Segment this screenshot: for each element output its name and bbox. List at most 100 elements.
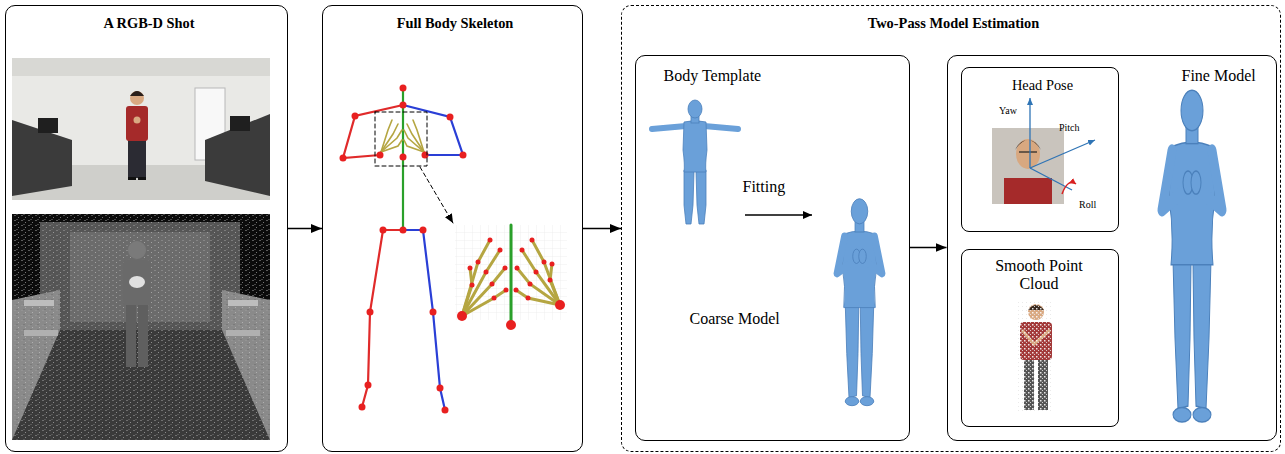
skeleton-part-part <box>381 130 402 152</box>
axis-label: Pitch <box>1059 122 1080 134</box>
skeleton <box>340 85 467 414</box>
head-pose-figure-part <box>1030 140 1095 168</box>
skeleton-part-part <box>400 85 407 92</box>
rgb-photo-part <box>230 116 250 131</box>
rgb-photo-part <box>38 118 58 133</box>
panel-title: Full Body Skeleton <box>326 15 584 32</box>
body-template-figure-part <box>652 126 686 129</box>
stage-label: Fine Model <box>1182 67 1256 85</box>
depth-image-part <box>24 330 58 336</box>
skeleton-part <box>403 230 445 410</box>
hand-inset-part-part <box>462 268 505 316</box>
hand-inset-part <box>462 240 560 316</box>
hand-inset-part-part <box>488 238 493 243</box>
stage-label: Body Template <box>664 67 762 85</box>
hand-inset-part-part <box>503 266 508 271</box>
hand-inset-part-part <box>550 262 555 267</box>
skeleton-part-part <box>352 113 359 120</box>
step-label: Fitting <box>743 178 786 196</box>
head-pose-figure <box>992 98 1095 204</box>
coarse-stage-box: Body TemplateFittingCoarse Model <box>635 55 910 441</box>
hand-inset-part-part <box>457 311 467 321</box>
hand-inset-part-part <box>526 296 531 301</box>
skeleton-part-part <box>359 404 366 411</box>
skeleton-part-part <box>442 407 449 414</box>
rgb-photo-part <box>138 177 146 180</box>
skeleton-panel: Full Body Skeleton <box>322 5 583 452</box>
point-cloud-box: Smooth Point Cloud <box>961 249 1119 427</box>
skeleton-part-part <box>380 227 387 234</box>
panel-title: A RGB-D Shot <box>9 15 289 32</box>
hand-inset-part-part <box>492 296 497 301</box>
body-template-figure-part <box>704 126 738 129</box>
hand-inset-part-part <box>534 270 539 275</box>
skeleton-part <box>420 167 453 223</box>
hand-inset-part-part <box>462 268 472 316</box>
skeleton-part-part <box>365 382 372 389</box>
skeleton-part <box>340 85 467 414</box>
coarse-model-figure <box>837 199 882 406</box>
rgb-photo-part <box>130 91 144 96</box>
skeleton-part-part <box>437 385 444 392</box>
hand-inset-part-part <box>548 278 553 283</box>
body-template-figure-part <box>684 170 694 224</box>
rgb-photo-part <box>130 91 144 105</box>
depth-image-part <box>24 300 54 306</box>
skeleton-part-part <box>381 140 402 152</box>
skeleton-part-part <box>400 227 407 234</box>
rgb-photo <box>12 58 270 200</box>
hand-inset-part-part <box>515 266 520 271</box>
depth-image-part <box>123 260 151 306</box>
head-pose-figure-part <box>1015 140 1041 150</box>
depth-image-part <box>126 305 136 367</box>
depth-image-part <box>12 214 270 440</box>
estimation-panel: Two-Pass Model EstimationBody TemplateFi… <box>621 5 1281 452</box>
rgb-photo-part <box>205 114 270 196</box>
skeleton-part-part <box>407 124 424 152</box>
hand-inset-part-part <box>490 282 495 287</box>
hand-inset-part-part <box>504 288 509 293</box>
hand-inset-part-part <box>468 266 473 271</box>
rgb-photo-part <box>128 177 136 180</box>
depth-image <box>12 214 270 440</box>
point-cloud-figure <box>1018 302 1054 412</box>
box-title: Head Pose <box>965 77 1120 94</box>
rgb-photo-part <box>134 117 141 124</box>
flow-arrow <box>288 228 322 229</box>
skeleton-part-part <box>367 309 374 316</box>
skeleton-part <box>375 112 427 166</box>
hand-inset-part <box>457 238 565 331</box>
box-title: Smooth Point Cloud <box>989 257 1089 294</box>
hand-inset-part-part <box>476 260 481 265</box>
body-template-figure-part <box>696 170 706 224</box>
point-cloud-figure-part <box>1018 302 1054 412</box>
input-panel: A RGB-D Shot <box>5 5 288 452</box>
panel-title: Two-Pass Model Estimation <box>625 15 1282 32</box>
skeleton-part-part <box>460 152 467 159</box>
body-template-figure <box>652 100 738 224</box>
hand-inset-part-part <box>506 320 516 330</box>
skeleton-part-part <box>340 155 347 162</box>
hand-inset-part-part <box>498 248 503 253</box>
skeleton-part-part <box>400 154 407 161</box>
flow-arrow <box>583 228 621 229</box>
hand-inset <box>455 225 567 330</box>
depth-image-part <box>138 305 148 367</box>
body-template-figure-part <box>688 100 702 118</box>
head-pose-figure-part <box>1004 178 1052 204</box>
rgb-photo-part <box>12 58 270 76</box>
hand-inset-part-part <box>484 270 489 275</box>
skeleton-part <box>362 230 403 407</box>
fine-stage-box: Fine ModelHead PoseYawPitchRollSmooth Po… <box>947 55 1277 441</box>
head-pose-figure-part <box>992 128 1064 204</box>
hand-inset-part-part <box>470 283 475 288</box>
axis-label: Yaw <box>999 105 1017 117</box>
hand-inset-part-part <box>528 282 533 287</box>
flow-arrow <box>910 247 947 248</box>
hand-inset-part-part <box>555 300 565 310</box>
head-pose-figure-part <box>1016 139 1040 169</box>
